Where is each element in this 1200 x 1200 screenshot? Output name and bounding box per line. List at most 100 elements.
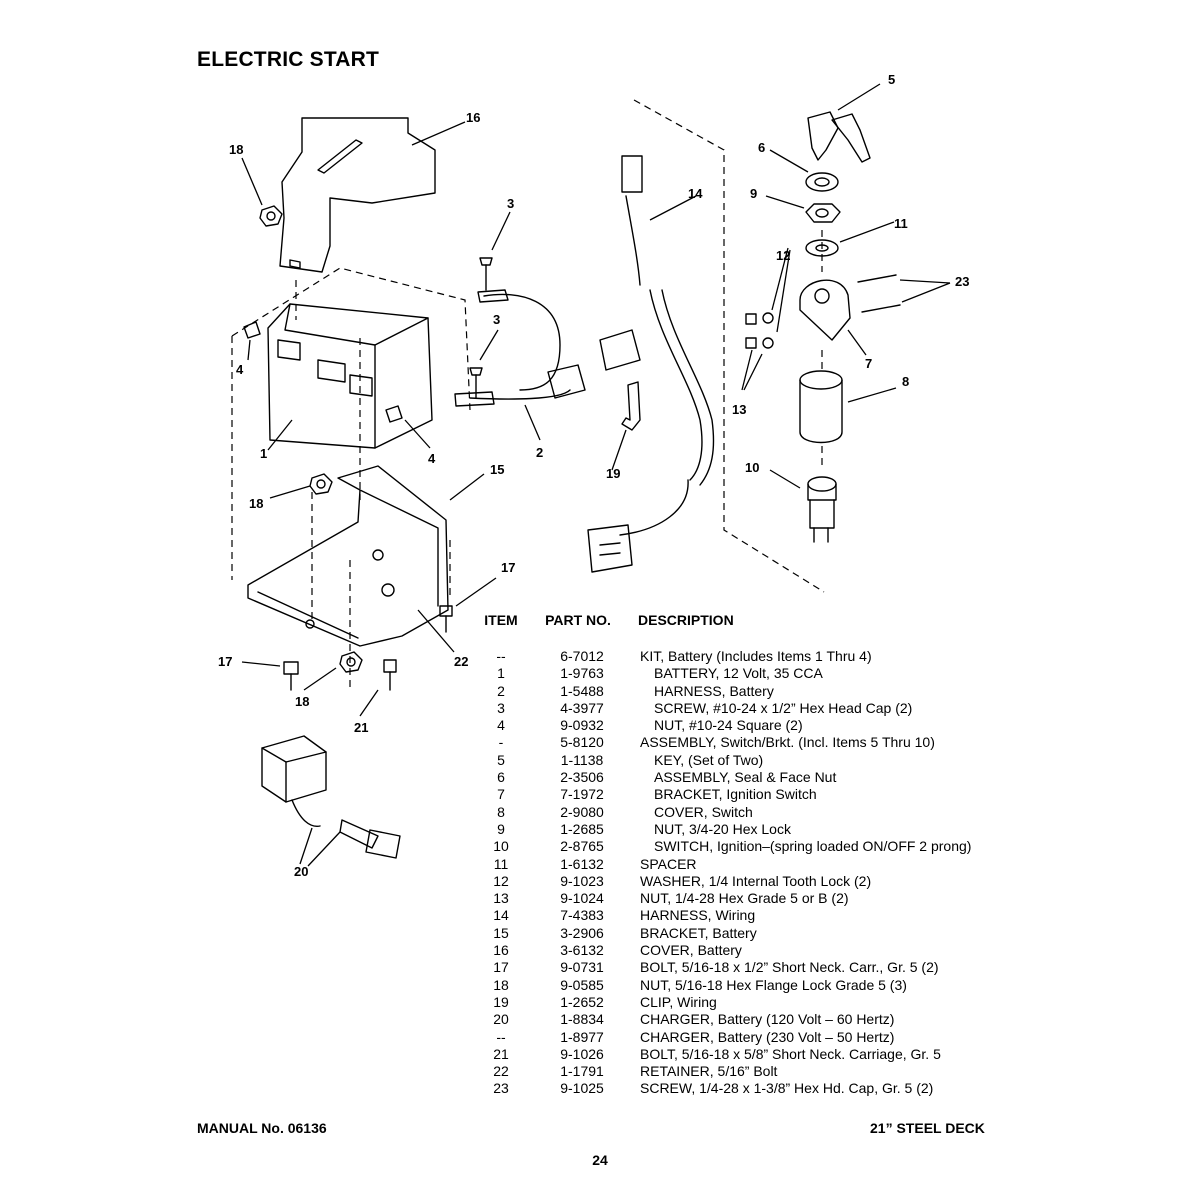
- part-number: 4-3977: [560, 699, 604, 716]
- item-number: 20: [493, 1011, 509, 1028]
- part-description: CHARGER, Battery (120 Volt – 60 Hertz): [640, 1011, 895, 1028]
- item-number: 22: [493, 1063, 509, 1080]
- part-description: NUT, 5/16-18 Hex Flange Lock Grade 5 (3): [640, 976, 907, 993]
- callout-3b: 3: [493, 312, 500, 327]
- ignition-switch-drawing: [807, 476, 837, 543]
- callout-6: 6: [758, 140, 765, 155]
- item-number: 13: [493, 890, 509, 907]
- callout-8: 8: [902, 374, 909, 389]
- part-description: SPACER: [640, 855, 697, 872]
- item-number: 7: [497, 786, 505, 803]
- switch-hardware-drawing: [805, 172, 841, 257]
- battery-charger-drawing: [261, 735, 401, 859]
- part-number: 2-8765: [560, 838, 604, 855]
- part-number: 1-2652: [560, 993, 604, 1010]
- parts-list-header: ITEM PART NO. DESCRIPTION: [476, 612, 1036, 634]
- header-part-no: PART NO.: [545, 612, 611, 628]
- part-number: 9-0731: [560, 959, 604, 976]
- item-number: 4: [497, 717, 505, 734]
- part-description: HARNESS, Wiring: [640, 907, 756, 924]
- callout-2: 2: [536, 445, 543, 460]
- part-description: NUT, 1/4-28 Hex Grade 5 or B (2): [640, 890, 849, 907]
- callout-9: 9: [750, 186, 757, 201]
- part-number: 1-1138: [560, 751, 604, 768]
- wiring-harness-drawing: [587, 155, 715, 573]
- hardware-drawing: [243, 205, 493, 691]
- part-number: 1-1791: [560, 1063, 604, 1080]
- part-description: NUT, 3/4-20 Hex Lock: [654, 820, 791, 837]
- callout-4b: 4: [428, 451, 436, 466]
- item-number: 19: [493, 993, 509, 1010]
- part-number: 3-2906: [560, 924, 604, 941]
- item-number: 5: [497, 751, 505, 768]
- callout-20: 20: [294, 864, 308, 879]
- item-number: 2: [497, 682, 505, 699]
- callout-12: 12: [776, 248, 790, 263]
- item-number: 6: [497, 769, 505, 786]
- callout-18c: 18: [295, 694, 309, 709]
- callout-5: 5: [888, 72, 895, 87]
- item-number: 12: [493, 872, 509, 889]
- part-number: 2-9080: [560, 803, 604, 820]
- table-row: 4 9-0932 NUT, #10-24 Square (2): [476, 717, 1036, 734]
- item-number: 11: [493, 855, 509, 872]
- page-number: 24: [592, 1152, 608, 1168]
- wiring-clip-drawing: [621, 381, 641, 431]
- callout-11: 11: [894, 216, 908, 231]
- part-description: BOLT, 5/16-18 x 1/2” Short Neck. Carr., …: [640, 959, 939, 976]
- part-description: CHARGER, Battery (230 Volt – 50 Hertz): [640, 1028, 895, 1045]
- battery-bracket-drawing: [247, 465, 449, 647]
- part-number: 3-6132: [560, 942, 604, 959]
- item-number: 1: [497, 665, 505, 682]
- part-description: HARNESS, Battery: [654, 682, 774, 699]
- item-number: 8: [497, 803, 505, 820]
- part-description: WASHER, 1/4 Internal Tooth Lock (2): [640, 872, 872, 889]
- table-row: 8 2-9080 COVER, Switch: [476, 804, 1036, 821]
- battery-cover-drawing: [279, 117, 436, 273]
- callout-17: 17: [501, 560, 515, 575]
- deck-model: 21” STEEL DECK: [870, 1120, 985, 1136]
- part-number: 7-4383: [560, 907, 604, 924]
- item-number: 18: [493, 976, 509, 993]
- part-description: KIT, Battery (Includes Items 1 Thru 4): [640, 648, 872, 664]
- part-description: SWITCH, Ignition–(spring loaded ON/OFF 2…: [654, 838, 972, 855]
- part-description: SCREW, 1/4-28 x 1-3/8” Hex Hd. Cap, Gr. …: [640, 1080, 934, 1097]
- part-description: ASSEMBLY, Switch/Brkt. (Incl. Items 5 Th…: [640, 734, 935, 751]
- callout-16: 16: [466, 110, 480, 125]
- header-item: ITEM: [484, 612, 518, 628]
- item-number: -: [498, 734, 504, 751]
- part-number: 9-0932: [560, 717, 604, 734]
- part-description: COVER, Battery: [640, 942, 742, 959]
- part-number: 9-1024: [560, 890, 604, 907]
- table-row: 22 1-1791 RETAINER, 5/16” Bolt: [476, 1063, 1036, 1080]
- callout-10: 10: [745, 460, 759, 475]
- item-number: --: [496, 648, 506, 664]
- table-row: 5 1-1138 KEY, (Set of Two): [476, 752, 1036, 769]
- callout-18b: 18: [249, 496, 263, 511]
- ignition-bracket-drawing: [745, 274, 901, 349]
- part-description: RETAINER, 5/16” Bolt: [640, 1063, 778, 1080]
- callout-21: 21: [354, 720, 368, 735]
- part-number: 9-1025: [560, 1080, 604, 1097]
- table-row: 18 9-0585 NUT, 5/16-18 Hex Flange Lock Gra…: [476, 977, 1036, 994]
- callout-19: 19: [606, 466, 620, 481]
- part-number: 9-1026: [560, 1045, 604, 1062]
- part-description: KEY, (Set of Two): [654, 751, 764, 768]
- part-number: 1-6132: [560, 855, 604, 872]
- part-description: NUT, #10-24 Square (2): [654, 717, 803, 734]
- part-number: 9-0585: [560, 976, 604, 993]
- part-number: 6-7012: [560, 648, 604, 664]
- part-description: COVER, Switch: [654, 803, 753, 820]
- part-description: BRACKET, Battery: [640, 924, 757, 941]
